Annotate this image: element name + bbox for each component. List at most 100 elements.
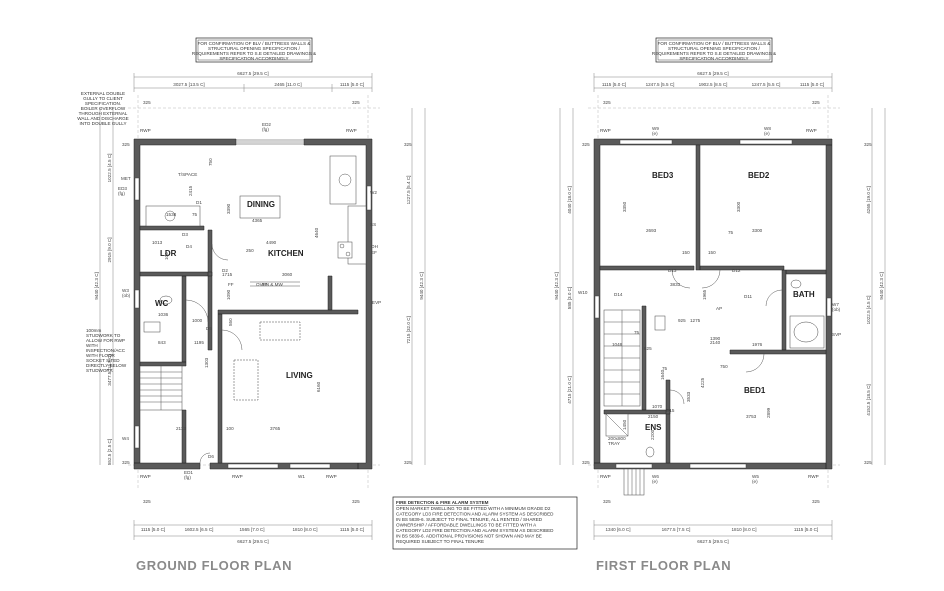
first-top-seg-1: 1115 [5.0 C] xyxy=(602,82,626,87)
room-living: LIVING xyxy=(286,371,313,380)
tag-label: W5 xyxy=(752,474,759,479)
interior-dimension: 3833 xyxy=(670,282,681,287)
interior-dimension: 3390 xyxy=(226,203,231,214)
interior-dimension: 75 xyxy=(728,230,734,235)
svg-text:THROUGH EXTERNAL: THROUGH EXTERNAL xyxy=(79,111,128,116)
room-bed2: BED2 xyxy=(748,171,770,180)
interior-dimension: 3753 xyxy=(746,414,757,419)
first-top-seg-4: 1247.5 [5.5 C] xyxy=(752,82,781,87)
interior-dimension: 1036 xyxy=(158,312,169,317)
svg-text:STRUCTURAL OPENING SPECIFICATI: STRUCTURAL OPENING SPECIFICATION / xyxy=(668,46,761,51)
tag-label: EF xyxy=(371,250,377,255)
tag-label: MET xyxy=(121,176,131,181)
interior-dimension: 75 xyxy=(634,330,640,335)
first-right-dim-2: 1022.5 [4.5 C] xyxy=(866,296,871,325)
tag-label: D14 xyxy=(614,292,623,297)
first-top-seg-5: 1115 [5.0 C] xyxy=(800,82,824,87)
ground-left-dim-1: 1022.5 [4.5 C] xyxy=(107,154,112,183)
interior-dimension: 4225 xyxy=(700,377,705,388)
interior-dimension: 1450 xyxy=(622,419,627,430)
ground-left-overall: 9440 [42.3 C] xyxy=(94,272,99,300)
first-top-seg-2: 1247.5 [5.5 C] xyxy=(646,82,675,87)
interior-dimension: 150 xyxy=(708,250,716,255)
svg-text:SPECIFICATION ACCORDINGLY: SPECIFICATION ACCORDINGLY xyxy=(679,56,748,61)
first-top-overall: 6627.5 [29.5 C] xyxy=(697,71,728,76)
interior-dimension: 100 xyxy=(226,426,234,431)
tag-label: OVEN & MW xyxy=(256,282,283,287)
ground-top-seg-3: 1115 [5.0 C] xyxy=(340,82,364,87)
interior-dimension: 4365 xyxy=(252,218,263,223)
room-bed1: BED1 xyxy=(744,386,766,395)
interior-dimension: 843 xyxy=(158,340,166,345)
tag-label: 325 xyxy=(864,142,872,147)
interior-dimension: 2899 xyxy=(766,407,771,418)
tag-label: 325 xyxy=(582,460,590,465)
interior-dimension: 1715 xyxy=(222,272,233,277)
tag-label: W9 xyxy=(652,126,659,131)
tag-label: RWP xyxy=(600,474,611,479)
interior-dimension: 2200 xyxy=(650,429,655,440)
tag-label: RWP xyxy=(808,474,819,479)
first-top-seg-3: 1902.5 [8.5 C] xyxy=(699,82,728,87)
first-bottom-seg-1: 1340 [6.0 C] xyxy=(605,527,630,532)
room-ens: ENS xyxy=(645,423,662,432)
svg-text:STUDWORK TO: STUDWORK TO xyxy=(86,333,121,338)
fire-note-title: FIRE DETECTION & FIRE ALARM SYSTEM xyxy=(396,500,489,505)
interior-dimension: 75 xyxy=(662,366,668,371)
ground-bottom-seg-3: 1565 [7.0 C] xyxy=(239,527,264,532)
interior-dimension: 1013 xyxy=(152,240,163,245)
interior-dimension: 1090 xyxy=(226,289,231,300)
first-bottom-overall: 6627.5 [29.5 C] xyxy=(697,539,728,544)
svg-text:IN BS 5839-6. ADDITIONAL PROVI: IN BS 5839-6. ADDITIONAL PROVISIONS NOT … xyxy=(396,534,542,539)
ground-right-dim-1: 1227.5 [5.4 C] xyxy=(406,176,411,205)
tag-label: W4 xyxy=(122,436,129,441)
svg-text:INSPECTION/ACC: INSPECTION/ACC xyxy=(86,348,126,353)
tag-label: D5 xyxy=(206,326,212,331)
first-entrance-steps xyxy=(623,468,645,496)
interior-dimension: 2113 xyxy=(176,426,186,431)
ground-left-dim-2: 2915 [9.0 C] xyxy=(107,237,112,262)
svg-text:CATEGORY LD2 FIRE DETECTION AN: CATEGORY LD2 FIRE DETECTION AND ALARM SY… xyxy=(396,528,554,533)
svg-text:INTO DOUBLE GULLY: INTO DOUBLE GULLY xyxy=(79,121,126,126)
first-floor-plan: FOR CONFIRMATION OF BLV / BUTTRESS WALLS… xyxy=(554,37,886,573)
interior-dimension: 200x800 xyxy=(608,436,626,441)
svg-text:OPEN MARKET DWELLING TO BE FIT: OPEN MARKET DWELLING TO BE FITTED WITH A… xyxy=(396,506,551,511)
svg-text:BOILER OVERFLOW: BOILER OVERFLOW xyxy=(81,106,126,111)
interior-dimension: 750 xyxy=(208,158,213,166)
first-stairs xyxy=(603,309,641,407)
confirm-line-3: REQUIREMENTS REFER TO S.E DETAILED DRAWI… xyxy=(192,51,316,56)
svg-text:WALL AND DISCHARGE: WALL AND DISCHARGE xyxy=(77,116,128,121)
interior-dimension: 1640 xyxy=(660,369,665,380)
tag-label: 325 xyxy=(603,499,611,504)
tag-label: EVP xyxy=(372,300,381,305)
ground-top-seg-2: 2465 [11.0 C] xyxy=(274,82,301,87)
tag-label: ED2 xyxy=(262,122,271,127)
room-bed3: BED3 xyxy=(652,171,674,180)
interior-dimension: 550 xyxy=(228,318,233,326)
svg-text:SOCKET SITED: SOCKET SITED xyxy=(86,358,120,363)
first-right-overall: 9440 [42.3 C] xyxy=(879,272,884,300)
tag-label: D11 xyxy=(744,294,753,299)
tag-label: RWP xyxy=(326,474,337,479)
tag-label: ED3 xyxy=(118,186,127,191)
tag-label: RWP xyxy=(806,128,817,133)
interior-dimension: 4490 xyxy=(266,240,277,245)
room-kitchen: KITCHEN xyxy=(268,249,304,258)
first-right-dim-3: 4152.5 [18.5 C] xyxy=(866,384,871,415)
tag-label: AP xyxy=(716,306,722,311)
tag-label: (e) xyxy=(752,479,758,484)
ground-left-dim-4: 552.5 [2.5 C] xyxy=(107,439,112,465)
tag-label: D13 xyxy=(668,268,677,273)
ground-bottom-seg-2: 1602.5 [6.5 C] xyxy=(185,527,214,532)
tag-label: FF xyxy=(228,282,234,287)
svg-text:WITH FLOOR: WITH FLOOR xyxy=(86,353,116,358)
tag-label: 325 xyxy=(812,499,820,504)
svg-text:CATEGORY LD3 FIRE DETECTION AN: CATEGORY LD3 FIRE DETECTION AND ALARM SY… xyxy=(396,512,554,517)
tag-label: W10 xyxy=(578,290,588,295)
svg-text:STUDWORK: STUDWORK xyxy=(86,368,114,373)
tag-label: W6 xyxy=(652,474,659,479)
tag-label: 325 xyxy=(352,499,360,504)
tag-label: W2 xyxy=(370,190,377,195)
